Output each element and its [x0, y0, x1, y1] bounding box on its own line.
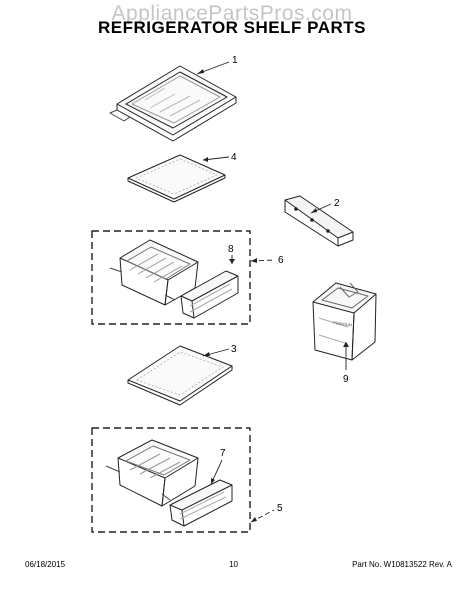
footer-part-number: Part No. W10813522 Rev. A: [352, 560, 452, 569]
footer-date: 06/18/2015: [25, 560, 66, 569]
door-bin[interactable]: PREMIUM: [312, 282, 377, 361]
drawer-front-lower[interactable]: [169, 479, 233, 527]
callout-9: 9: [343, 374, 349, 385]
cover-bracket[interactable]: [284, 195, 354, 247]
callout-3: 3: [231, 344, 237, 355]
glass-shelf-assembly[interactable]: [109, 65, 237, 142]
callout-1: 1: [232, 55, 238, 66]
crisper-group-upper-outline: [91, 230, 251, 325]
page-title: REFRIGERATOR SHELF PARTS: [98, 18, 366, 37]
callout-8: 8: [228, 244, 234, 255]
crisper-drawer-upper[interactable]: [109, 239, 199, 306]
drawer-front-upper[interactable]: [180, 270, 239, 319]
footer-page-number: 10: [229, 560, 238, 569]
glass-panel-upper[interactable]: [127, 154, 226, 203]
crisper-group-lower-outline: [91, 427, 251, 533]
callout-2: 2: [334, 198, 340, 209]
callout-4: 4: [231, 152, 237, 163]
callout-6: 6: [278, 255, 284, 266]
callout-7: 7: [220, 448, 226, 459]
crisper-drawer-lower[interactable]: [105, 439, 199, 507]
svg-text:PREMIUM: PREMIUM: [333, 320, 352, 328]
watermark: AppliancePartsPros.com: [111, 2, 353, 25]
callout-5: 5: [277, 503, 283, 514]
glass-panel-lower[interactable]: [127, 345, 233, 406]
